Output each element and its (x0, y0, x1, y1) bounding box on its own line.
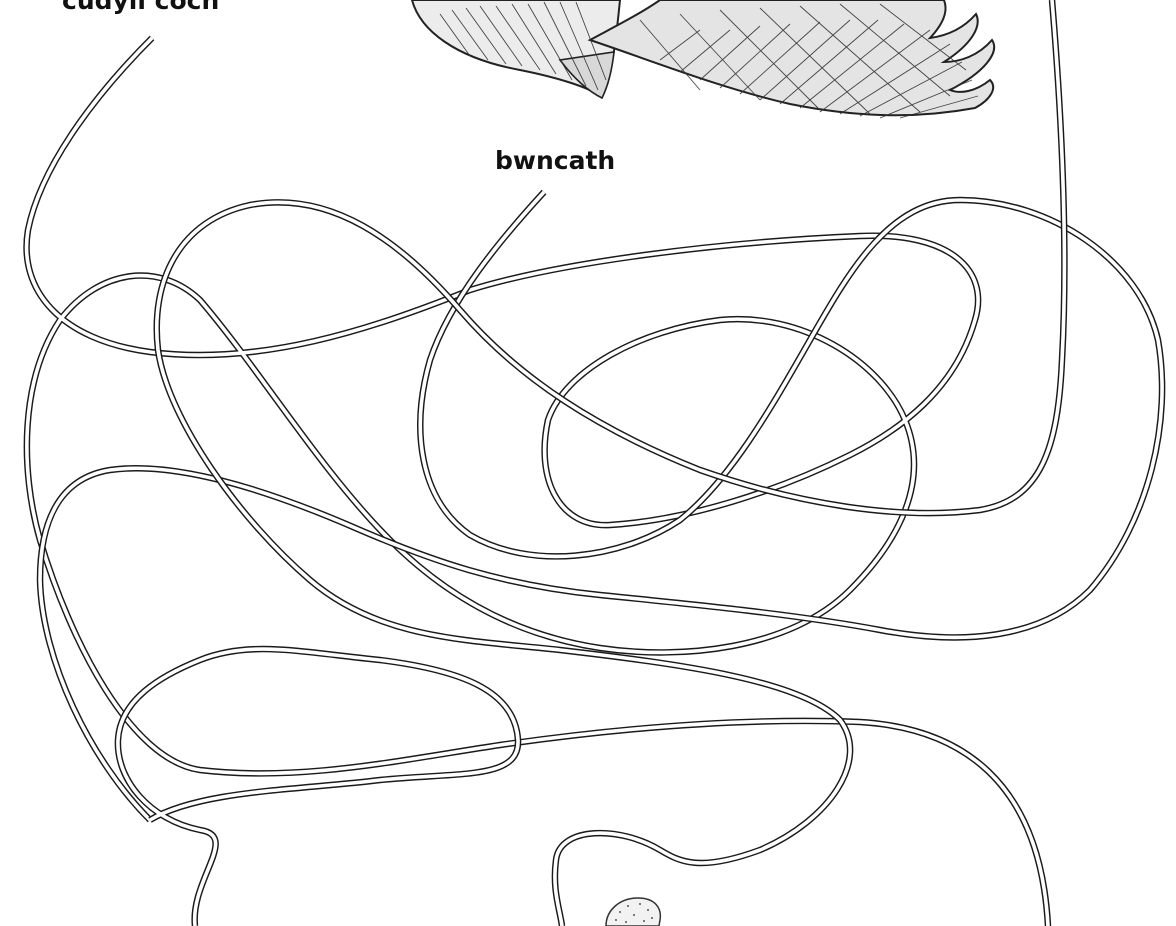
maze-strands (27, 0, 1163, 926)
start-label-top-left: cudyll coch (62, 0, 219, 15)
strand-d[interactable] (118, 649, 518, 926)
hawk-illustration (412, 0, 994, 118)
start-label-bwncath: bwncath (495, 146, 615, 175)
egg-illustration (606, 898, 660, 926)
